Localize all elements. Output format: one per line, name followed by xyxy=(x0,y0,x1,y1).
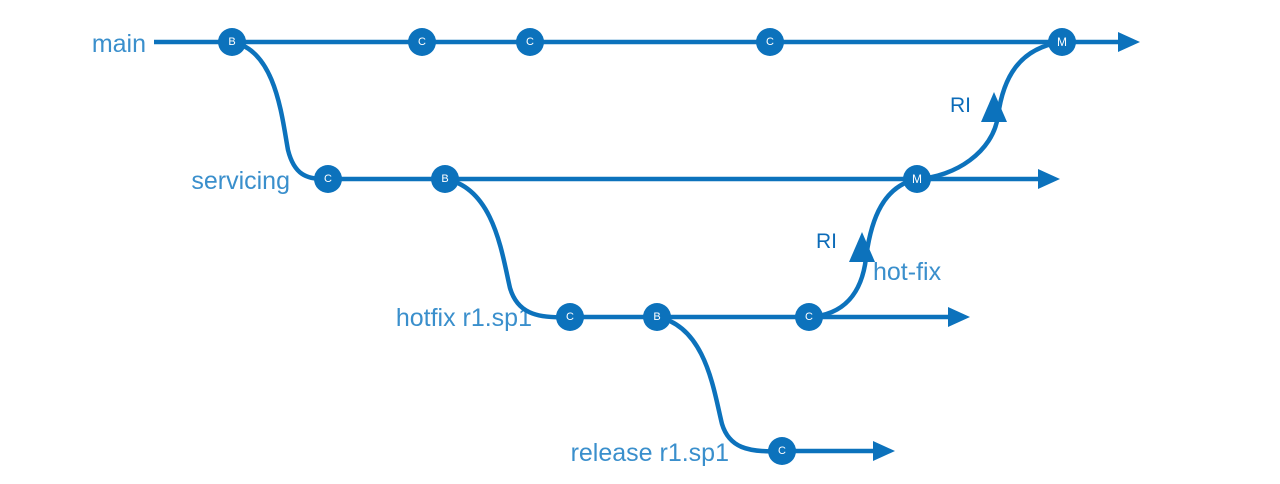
integration-hotfix-to-servicing: RI hot-fix xyxy=(806,176,942,320)
node-label: C xyxy=(805,311,813,323)
branch-label-main: main xyxy=(92,30,146,58)
node-circle xyxy=(795,303,823,331)
branch-arrow-servicing xyxy=(1038,169,1060,189)
branch-curve-hotfix-to-release xyxy=(654,314,785,454)
node-circle xyxy=(516,28,544,56)
ri-label-servicing-to-main: RI xyxy=(950,94,971,117)
node-hotfix-b[interactable]: B xyxy=(643,303,671,331)
branch-arrow-hotfix xyxy=(948,307,970,327)
node-circle xyxy=(768,437,796,465)
ri-label-hotfix-to-servicing: RI xyxy=(816,230,837,253)
node-circle xyxy=(431,165,459,193)
branch-arrow-main xyxy=(1118,32,1140,52)
branch-main: main xyxy=(92,30,1140,58)
node-hotfix-c2[interactable]: C xyxy=(795,303,823,331)
ri-arrowhead-servicing-to-main xyxy=(981,92,1007,122)
node-circle xyxy=(556,303,584,331)
node-label: C xyxy=(418,36,426,48)
flow-label-hot-fix: hot-fix xyxy=(873,258,942,286)
node-circle xyxy=(1048,28,1076,56)
branch-label-hotfix: hotfix r1.sp1 xyxy=(396,304,532,332)
node-hotfix-c1[interactable]: C xyxy=(556,303,584,331)
node-circle xyxy=(314,165,342,193)
node-main-c1[interactable]: C xyxy=(408,28,436,56)
node-servicing-m[interactable]: M xyxy=(903,165,931,193)
node-label: C xyxy=(766,36,774,48)
node-main-b[interactable]: B xyxy=(218,28,246,56)
node-label: B xyxy=(441,173,448,185)
node-label: M xyxy=(1057,35,1067,49)
node-label: C xyxy=(526,36,534,48)
integration-servicing-to-main: RI xyxy=(914,39,1065,182)
node-main-m[interactable]: M xyxy=(1048,28,1076,56)
branch-hotfix-r1-sp1: hotfix r1.sp1 xyxy=(396,304,970,332)
branch-release-r1-sp1: release r1.sp1 xyxy=(571,439,895,467)
node-label: C xyxy=(778,445,786,457)
node-circle xyxy=(756,28,784,56)
branch-curve-servicing-to-hotfix xyxy=(442,176,573,320)
node-circle xyxy=(903,165,931,193)
node-label: B xyxy=(653,311,660,323)
node-circle xyxy=(643,303,671,331)
node-circle xyxy=(218,28,246,56)
node-label: C xyxy=(566,311,574,323)
branch-label-servicing: servicing xyxy=(191,167,290,195)
node-label: M xyxy=(912,172,922,186)
node-release-c1[interactable]: C xyxy=(768,437,796,465)
branch-arrow-release xyxy=(873,441,895,461)
node-main-c2[interactable]: C xyxy=(516,28,544,56)
node-label: C xyxy=(324,173,332,185)
ri-arrowhead-hotfix-to-servicing xyxy=(849,232,875,262)
branch-curve-main-to-servicing xyxy=(229,39,331,182)
node-label: B xyxy=(228,36,235,48)
node-servicing-b[interactable]: B xyxy=(431,165,459,193)
node-circle xyxy=(408,28,436,56)
node-servicing-c1[interactable]: C xyxy=(314,165,342,193)
branch-label-release: release r1.sp1 xyxy=(571,439,729,467)
node-main-c3[interactable]: C xyxy=(756,28,784,56)
